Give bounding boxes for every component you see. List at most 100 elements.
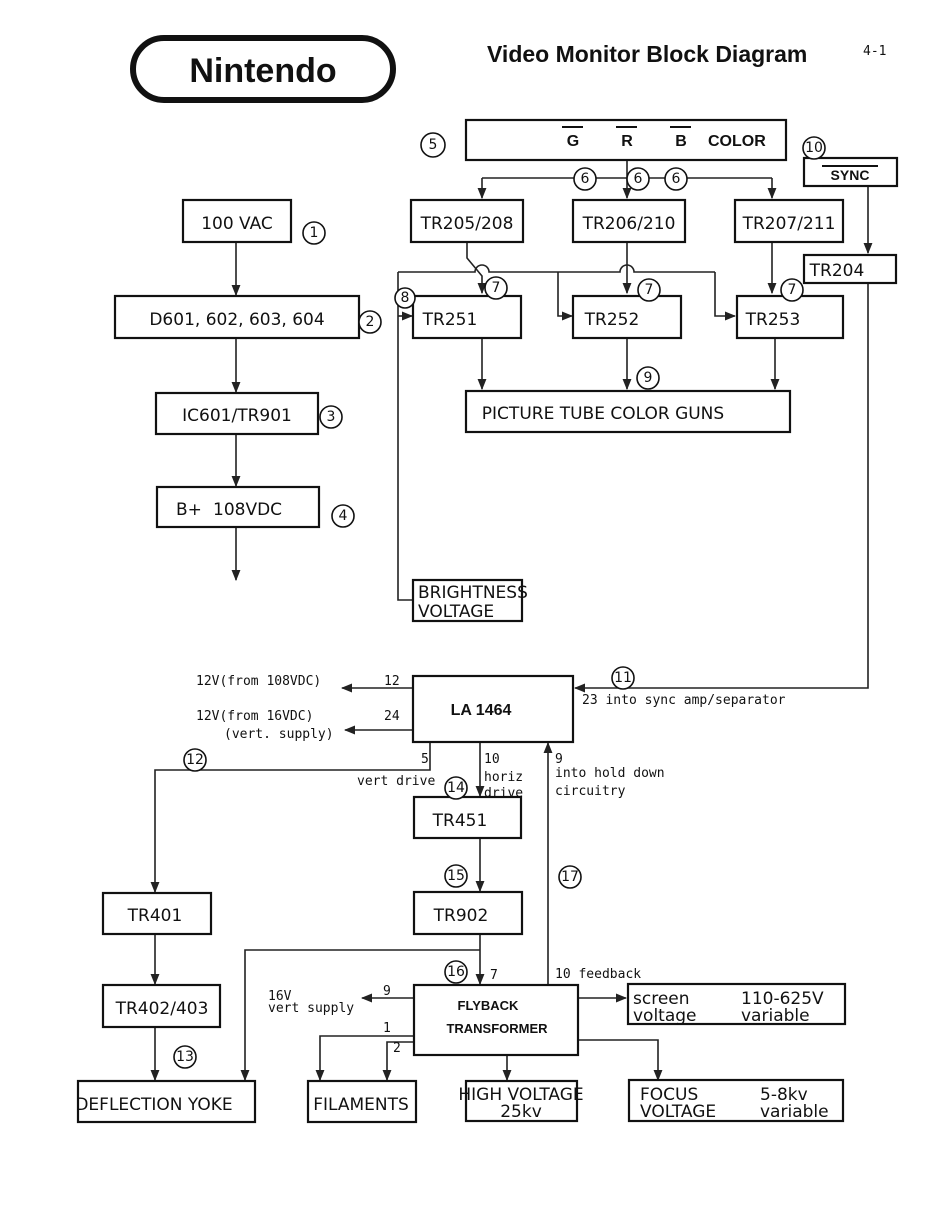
signal-labels: 12V(from 108VDC) 12 12V(from 16VDC) (ver… (196, 674, 786, 1056)
pin-label: 7 (490, 968, 498, 983)
block-label: LA 1464 (451, 702, 512, 719)
block-label: HIGH VOLTAGE (458, 1085, 583, 1105)
block-bplus: B+ 108VDC (155, 485, 321, 529)
block-label: 110-625V (741, 989, 824, 1009)
svg-text:10: 10 (805, 140, 823, 156)
block-label: B+ (176, 500, 202, 520)
marker-16: 16 (444, 960, 468, 984)
svg-text:6: 6 (634, 171, 643, 187)
block-label: TRANSFORMER (446, 1021, 548, 1036)
marker-14: 14 (444, 776, 468, 800)
svg-text:9: 9 (644, 370, 653, 386)
block-tr902: TR902 (412, 890, 524, 936)
marker-5: 5 (420, 132, 446, 158)
out-vert-supply: (vert. supply) (224, 727, 334, 742)
block-screen-voltage: screen voltage 110-625V variable (626, 982, 847, 1026)
marker-11: 11 (611, 666, 635, 690)
block-filaments: FILAMENTS (306, 1079, 418, 1124)
block-sync: SYNC (802, 156, 899, 188)
marker-7a: 7 (484, 276, 508, 300)
block-diodes: D601, 602, 603, 604 (113, 294, 361, 340)
block-label: TR205/208 (420, 214, 514, 234)
sync-input-label: 23 into sync amp/separator (582, 693, 786, 708)
marker-6c: 6 (664, 167, 688, 191)
vert-drive-label: vert drive (357, 774, 435, 789)
block-picture-tube: PICTURE TUBE COLOR GUNS (464, 389, 792, 434)
block-tr206: TR206/210 (571, 198, 687, 244)
svg-text:6: 6 (581, 171, 590, 187)
block-ic601: IC601/TR901 (154, 391, 320, 436)
block-tr204: TR204 (802, 253, 898, 285)
block-label: 25kv (500, 1102, 542, 1122)
block-tr251: TR251 (411, 294, 523, 340)
block-label: TR253 (745, 310, 801, 330)
vert-supply-label: 16V (268, 989, 292, 1004)
block-label: VOLTAGE (418, 602, 494, 622)
svg-text:4: 4 (339, 508, 348, 524)
block-flyback: FLYBACK TRANSFORMER (412, 983, 580, 1057)
block-label: 108VDC (213, 500, 282, 520)
block-label: TR902 (433, 906, 489, 926)
svg-text:11: 11 (614, 670, 632, 686)
marker-2: 2 (358, 310, 382, 334)
block-grb-color: G R B COLOR (464, 118, 788, 162)
block-label: FLYBACK (458, 998, 520, 1013)
pin-label: 5 (421, 752, 429, 767)
block-label: VOLTAGE (640, 1102, 716, 1122)
svg-text:8: 8 (401, 290, 410, 306)
svg-text:15: 15 (447, 868, 465, 884)
pin-label: 12 (384, 674, 400, 689)
block-focus-voltage: FOCUS VOLTAGE 5-8kv variable (627, 1078, 845, 1123)
block-label: variable (760, 1102, 829, 1122)
out-12v-108: 12V(from 108VDC) (196, 674, 321, 689)
wires (150, 160, 873, 1082)
block-tr252: TR252 (571, 294, 683, 340)
block-tr451: TR451 (412, 795, 523, 840)
block-label: DEFLECTION YOKE (75, 1095, 232, 1115)
block-high-voltage: HIGH VOLTAGE 25kv (458, 1079, 584, 1123)
svg-text:1: 1 (310, 225, 319, 241)
marker-10: 10 (802, 136, 826, 160)
block-label: IC601/TR901 (182, 406, 292, 426)
marker-9: 9 (636, 366, 660, 390)
block-label: PICTURE TUBE COLOR GUNS (482, 404, 724, 424)
block-label: TR251 (422, 310, 478, 330)
svg-text:7: 7 (788, 282, 797, 298)
feedback-label: 10 feedback (555, 967, 641, 982)
page-title: Video Monitor Block Diagram (487, 41, 807, 67)
svg-text:7: 7 (645, 282, 654, 298)
block-tr401: TR401 (101, 891, 213, 936)
horiz-drive-label: drive (484, 786, 523, 801)
svg-text:13: 13 (176, 1049, 194, 1065)
block-label: 5-8kv (760, 1085, 808, 1105)
r-label: R (621, 133, 633, 150)
pin-label: 1 (383, 1021, 391, 1036)
block-tr207: TR207/211 (733, 198, 845, 244)
block-label: D601, 602, 603, 604 (149, 310, 324, 330)
logo-text: Nintendo (189, 52, 336, 90)
color-label: COLOR (708, 133, 766, 150)
b-label: B (675, 133, 687, 150)
g-label: G (567, 133, 579, 150)
marker-12: 12 (183, 748, 207, 772)
svg-text:7: 7 (492, 280, 501, 296)
block-la1464: LA 1464 (411, 674, 575, 744)
marker-1: 1 (302, 221, 326, 245)
marker-7c: 7 (780, 278, 804, 302)
pin-label: 10 (484, 752, 500, 767)
block-label: TR207/211 (742, 214, 836, 234)
block-yoke: DEFLECTION YOKE (75, 1079, 257, 1124)
marker-15: 15 (444, 864, 468, 888)
block-label: voltage (633, 1006, 697, 1026)
hold-down-label: into hold down (555, 766, 665, 781)
block-label: SYNC (831, 167, 870, 183)
marker-7b: 7 (637, 278, 661, 302)
svg-text:6: 6 (672, 171, 681, 187)
block-tr205: TR205/208 (409, 198, 525, 244)
block-label: TR206/210 (582, 214, 676, 234)
block-label: TR451 (432, 811, 488, 831)
svg-text:12: 12 (186, 752, 204, 768)
circled-markers: 1 2 3 4 5 6 6 6 7 7 7 8 9 10 11 12 13 14… (173, 132, 826, 1069)
marker-6b: 6 (626, 167, 650, 191)
